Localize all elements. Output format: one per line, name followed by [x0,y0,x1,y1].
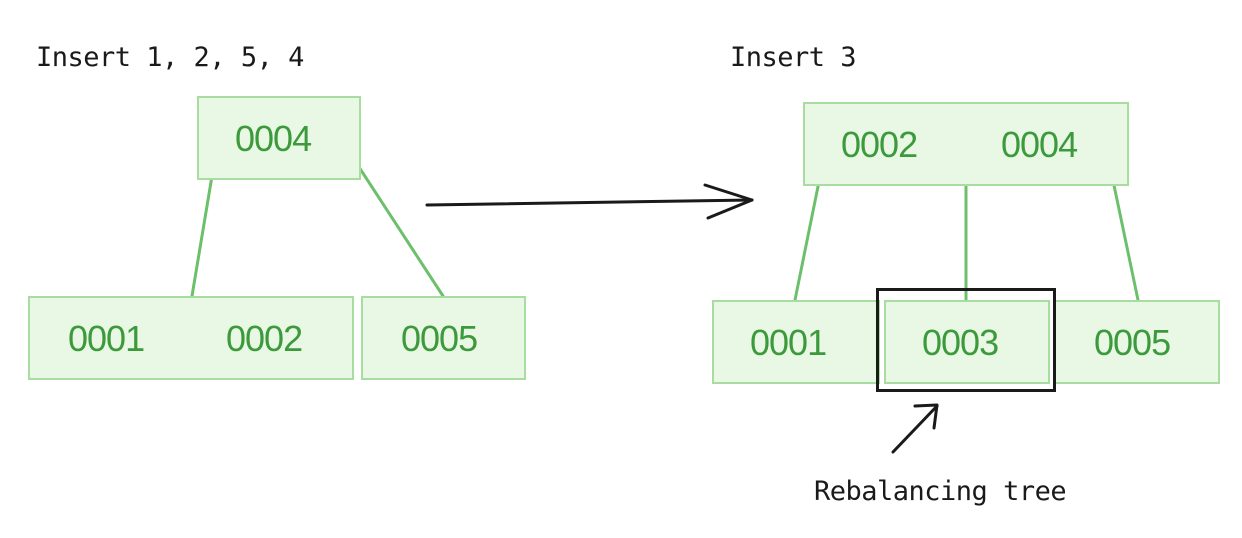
right-step-label: Insert 3 [730,42,857,73]
transition-arrow-head [703,183,754,220]
right-root-key-1: 0002 [841,124,918,165]
right-leaf-5-key: 0005 [1094,322,1171,363]
left-leaf-node-b: 0005 [361,296,526,380]
right-leaf-node-3: 0003 [884,300,1050,384]
right-leaf-node-1: 0001 [712,300,880,384]
annotation-arrow-head [913,403,939,430]
annotation-arrow [891,404,939,454]
left-leaf-b-key: 0005 [401,318,478,359]
highlight-box [876,288,1056,392]
right-leaf-3-key: 0003 [922,322,999,363]
left-root-node: 0004 [197,96,361,180]
right-leaf-node-5: 0005 [1054,300,1220,384]
right-leaf-1-key: 0001 [750,322,827,363]
transition-arrow [425,198,754,207]
annotation-label: Rebalancing tree [814,476,1067,507]
left-leaf-node-a: 0001 0002 [28,296,354,380]
left-leaf-a-key-2: 0002 [226,318,303,359]
right-root-node: 0002 0004 [803,102,1129,186]
left-root-key: 0004 [235,118,312,159]
right-root-key-2: 0004 [1001,124,1078,165]
left-step-label: Insert 1, 2, 5, 4 [36,42,304,73]
left-leaf-a-key-1: 0001 [68,318,145,359]
